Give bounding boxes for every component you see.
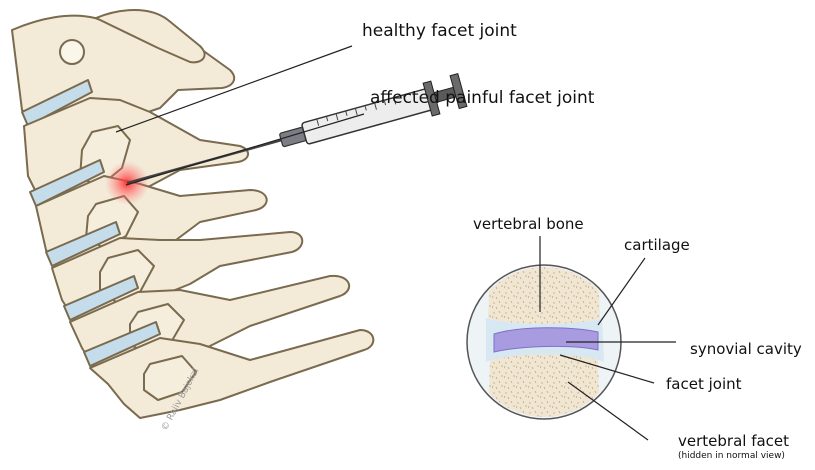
label-affected-facet-joint: affected painful facet joint	[370, 90, 594, 107]
syringe-hub	[279, 127, 306, 147]
vertebra-1-foramen	[60, 40, 84, 64]
label-cartilage: cartilage	[624, 238, 690, 253]
cervical-spine	[12, 10, 373, 418]
upper-bone	[488, 260, 600, 324]
leader-cartilage	[598, 258, 645, 325]
leader-vertebral-facet	[568, 382, 648, 440]
label-vertebral-bone: vertebral bone	[473, 217, 584, 232]
label-facet-joint: facet joint	[666, 377, 742, 392]
pain-glow	[105, 161, 149, 205]
label-synovial-cavity: synovial cavity	[690, 342, 802, 357]
label-vertebral-facet-note: (hidden in normal view)	[678, 452, 785, 461]
label-vertebral-facet: vertebral facet	[678, 434, 789, 449]
lower-bone	[488, 354, 600, 425]
label-healthy-facet-joint: healthy facet joint	[362, 23, 517, 40]
